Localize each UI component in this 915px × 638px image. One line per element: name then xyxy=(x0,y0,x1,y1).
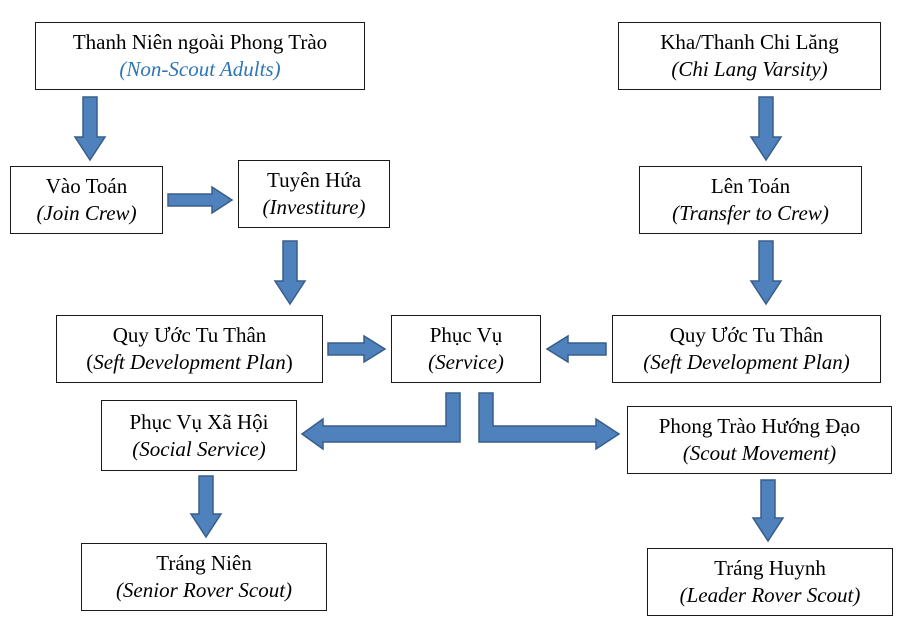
node-title: Tráng Huynh xyxy=(714,556,826,580)
node-title: Tuyên Hứa xyxy=(266,168,362,192)
node-self-development-plan-left: Quy Ước Tu Thân (Seft Development Plan) xyxy=(56,315,323,383)
arrow-join-to-investiture xyxy=(167,185,234,215)
node-subtitle: (Senior Rover Scout) xyxy=(115,578,293,602)
node-title: Kha/Thanh Chi Lăng xyxy=(660,30,839,54)
node-scout-movement: Phong Trào Hướng Đạo (Scout Movement) xyxy=(627,406,892,474)
arrow-varsity-to-transfer xyxy=(749,96,783,162)
node-title: Phục Vụ Xã Hội xyxy=(129,409,269,434)
node-subtitle: (Transfer to Crew) xyxy=(672,201,829,225)
node-title: Thanh Niên ngoài Phong Trào xyxy=(72,30,328,54)
node-service: Phục Vụ (Service) xyxy=(391,315,541,383)
node-investiture: Tuyên Hứa (Investiture) xyxy=(238,160,390,228)
node-title: Phong Trào Hướng Đạo xyxy=(658,414,861,438)
node-subtitle: (Social Service) xyxy=(132,436,266,461)
node-join-crew: Vào Toán (Join Crew) xyxy=(10,166,163,234)
arrow-investiture-to-plan xyxy=(273,240,307,306)
node-subtitle: (Investiture) xyxy=(262,195,366,219)
node-subtitle: (Leader Rover Scout) xyxy=(679,583,861,607)
node-chi-lang-varsity: Kha/Thanh Chi Lăng (Chi Lang Varsity) xyxy=(618,22,881,90)
arrow-transfer-to-plan xyxy=(749,240,783,306)
node-self-development-plan-right: Quy Ước Tu Thân (Seft Development Plan) xyxy=(612,315,881,383)
node-title: Lên Toán xyxy=(710,174,791,198)
arrow-service-to-movement xyxy=(478,392,621,451)
node-senior-rover-scout: Tráng Niên (Senior Rover Scout) xyxy=(81,543,327,611)
arrow-social-to-senior xyxy=(189,475,223,539)
paren-open: ( xyxy=(86,350,94,374)
arrow-movement-to-leader xyxy=(751,479,785,543)
node-transfer-to-crew: Lên Toán (Transfer to Crew) xyxy=(639,166,862,234)
node-subtitle: (Join Crew) xyxy=(36,201,137,225)
node-title: Tráng Niên xyxy=(156,551,252,575)
node-subtitle: (Seft Development Plan) xyxy=(86,349,292,376)
node-subtitle: (Service) xyxy=(428,350,504,374)
node-subtitle: (Non-Scout Adults) xyxy=(119,57,281,81)
paren-close: ) xyxy=(285,350,293,374)
node-subtitle: (Chi Lang Varsity) xyxy=(671,57,828,81)
node-subtitle: (Seft Development Plan) xyxy=(643,350,850,374)
arrow-plan-left-to-service xyxy=(327,334,387,364)
node-subtitle: (Scout Movement) xyxy=(682,441,837,465)
arrow-service-to-social xyxy=(300,392,461,451)
node-title: Vào Toán xyxy=(45,174,128,198)
arrow-plan-right-to-service xyxy=(545,334,607,364)
arrow-nonscout-to-join xyxy=(73,96,107,162)
node-title: Phục Vụ xyxy=(429,323,503,347)
node-leader-rover-scout: Tráng Huynh (Leader Rover Scout) xyxy=(647,548,893,616)
node-title: Quy Ước Tu Thân xyxy=(112,323,267,347)
subtitle-text: Seft Development Plan xyxy=(93,350,286,374)
node-non-scout-adults: Thanh Niên ngoài Phong Trào (Non-Scout A… xyxy=(35,22,365,90)
node-title: Quy Ước Tu Thân xyxy=(669,323,824,347)
node-social-service: Phục Vụ Xã Hội (Social Service) xyxy=(101,400,297,471)
